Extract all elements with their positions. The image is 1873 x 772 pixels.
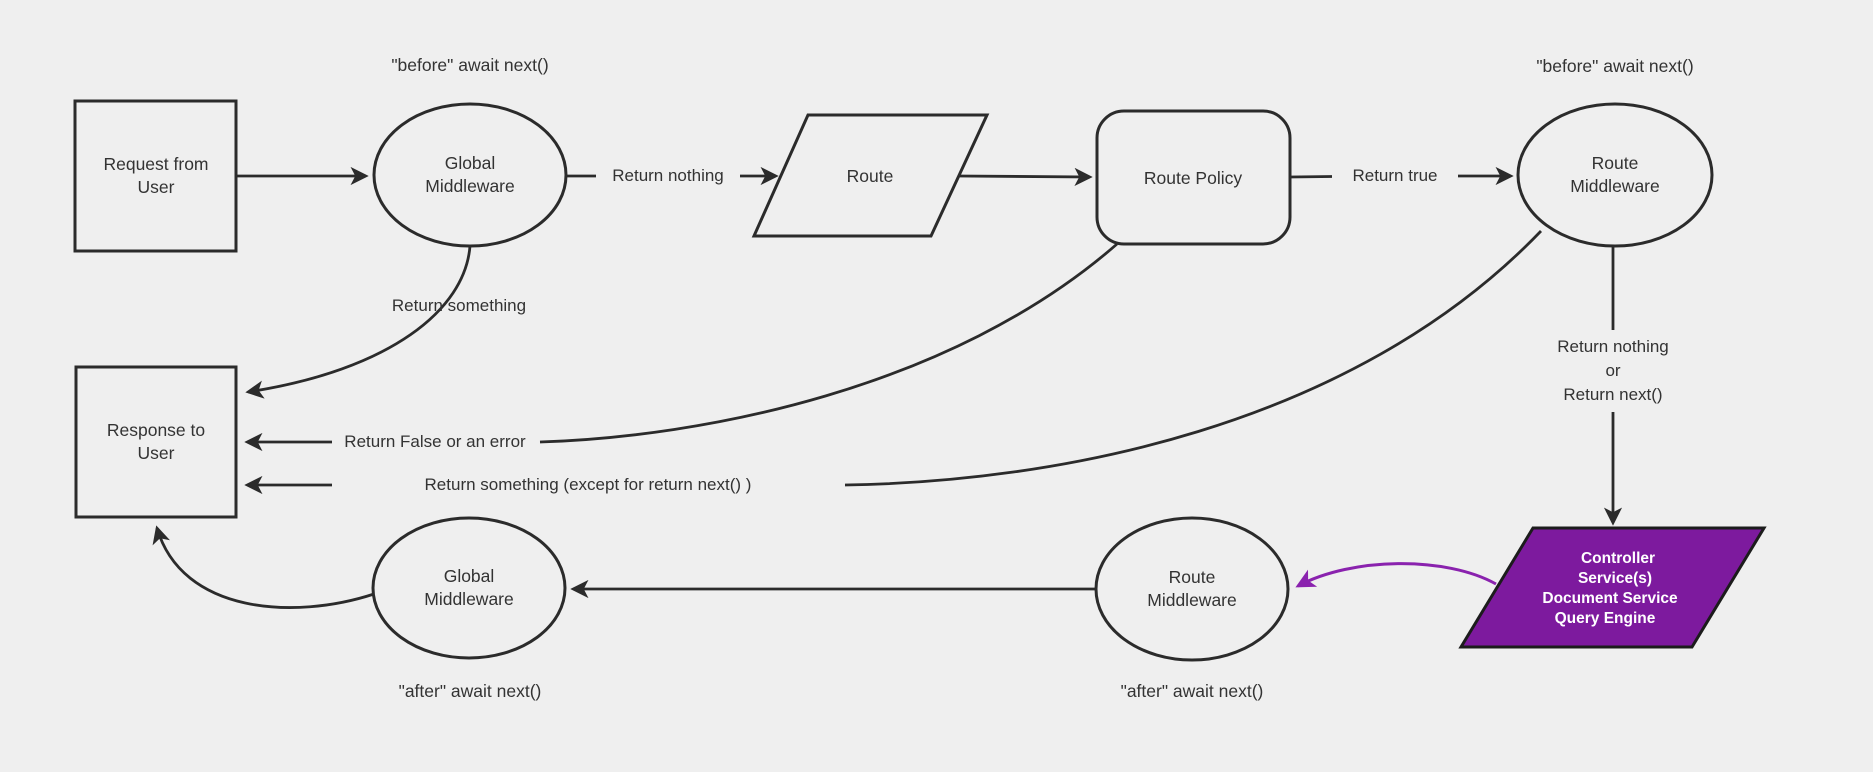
annotation-before-await-right: "before" await next()	[1536, 56, 1693, 76]
response-to-user-box	[74, 365, 238, 519]
route-middleware-bottom-label-line1: Route	[1169, 567, 1216, 587]
node-controller-stack: Controller Service(s) Document Service Q…	[1458, 526, 1767, 649]
route-middleware-bottom-label-line2: Middleware	[1147, 590, 1236, 610]
edge-routemw-to-response-curve	[844, 230, 1543, 487]
edge-global-to-response-return-something	[245, 245, 472, 399]
edge-global-bottom-to-response	[152, 525, 375, 609]
edge-route-to-policy	[958, 167, 1093, 186]
node-route: Route	[751, 113, 990, 238]
edge-controller-to-routemw-bottom	[1295, 562, 1497, 588]
node-global-middleware-top: Global Middleware	[372, 102, 568, 248]
controller-stack-line4: Query Engine	[1555, 610, 1656, 627]
route-label: Route	[847, 166, 894, 186]
edge-label-return-nothing-or-next: Return nothing or Return next()	[1557, 337, 1669, 404]
edge-label-return-true: Return true	[1352, 166, 1437, 185]
edge-policy-to-routemw-left-segment	[1289, 175, 1333, 179]
annotation-after-await-right: "after" await next()	[1121, 681, 1264, 701]
global-middleware-top-label-line1: Global	[445, 153, 496, 173]
annotation-before-await-left: "before" await next()	[391, 55, 548, 75]
controller-stack-parallelogram	[1458, 526, 1767, 649]
global-middleware-bottom-ellipse	[371, 516, 567, 660]
request-from-user-label-line2: User	[138, 177, 175, 197]
node-route-policy: Route Policy	[1095, 109, 1292, 246]
request-from-user-box	[73, 99, 238, 253]
request-from-user-label-line1: Request from	[103, 154, 208, 174]
route-policy-box	[1095, 109, 1292, 246]
response-to-user-label-line2: User	[138, 443, 175, 463]
node-route-middleware-top: Route Middleware	[1516, 102, 1714, 248]
route-middleware-top-ellipse	[1516, 102, 1714, 248]
route-policy-label: Route Policy	[1144, 168, 1242, 188]
route-parallelogram	[751, 113, 990, 238]
global-middleware-top-ellipse	[372, 102, 568, 248]
controller-stack-line3: Document Service	[1542, 590, 1678, 607]
response-to-user-label-line1: Response to	[107, 420, 205, 440]
edge-label-return-false-or-error: Return False or an error	[344, 432, 526, 451]
edge-policy-to-response-curve	[539, 242, 1118, 444]
annotation-after-await-left: "after" await next()	[399, 681, 542, 701]
controller-stack-line2: Service(s)	[1578, 570, 1652, 587]
edge-label-return-something: Return something	[392, 296, 526, 315]
route-middleware-top-label-line2: Middleware	[1570, 176, 1659, 196]
edge-label-return-nothing-or-line2: or	[1605, 361, 1620, 380]
node-request-from-user: Request from User	[73, 99, 238, 253]
edge-label-return-nothing: Return nothing	[612, 166, 724, 185]
edge-label-return-nothing-or-line1: Return nothing	[1557, 337, 1669, 356]
node-route-middleware-bottom: Route Middleware	[1094, 516, 1290, 662]
global-middleware-bottom-label-line1: Global	[444, 566, 495, 586]
node-global-middleware-bottom: Global Middleware	[371, 516, 567, 660]
route-middleware-bottom-ellipse	[1094, 516, 1290, 662]
controller-stack-line1: Controller	[1581, 550, 1655, 567]
node-response-to-user: Response to User	[74, 365, 238, 519]
route-middleware-top-label-line1: Route	[1592, 153, 1639, 173]
edge-label-return-something-except: Return something (except for return next…	[425, 475, 752, 494]
edge-label-return-nothing-or-line3: Return next()	[1563, 385, 1662, 404]
global-middleware-top-label-line2: Middleware	[425, 176, 514, 196]
global-middleware-bottom-label-line2: Middleware	[424, 589, 513, 609]
